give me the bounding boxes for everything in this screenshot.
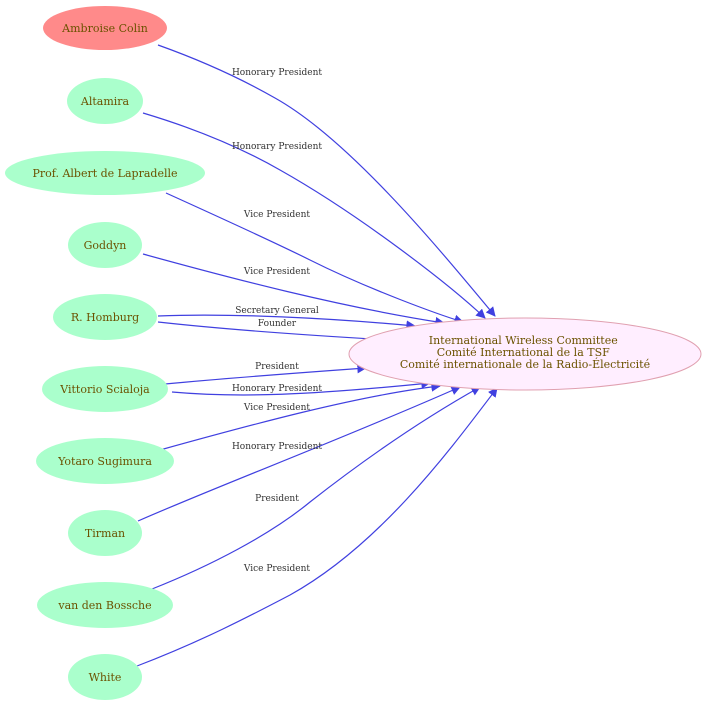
edge-9 <box>137 386 461 522</box>
person-node-0[interactable]: Ambroise Colin <box>43 6 167 50</box>
person-node-3[interactable]: Goddyn <box>68 222 142 268</box>
edge-1 <box>142 112 486 319</box>
person-node-8[interactable]: van den Bossche <box>37 582 173 628</box>
person-node-label: Altamira <box>80 95 130 108</box>
person-node-shape <box>53 294 157 340</box>
person-node-label: White <box>89 671 122 684</box>
person-node-9[interactable]: White <box>68 654 142 700</box>
person-node-label: Ambroise Colin <box>61 22 148 35</box>
person-node-7[interactable]: Tirman <box>68 510 142 556</box>
person-node-label: Prof. Albert de Lapradelle <box>32 167 177 180</box>
center-node[interactable]: International Wireless Committee Comité … <box>348 317 702 391</box>
edge-4 <box>157 314 416 330</box>
edge-3 <box>142 253 445 327</box>
edge-11 <box>136 387 498 667</box>
person-node-label: R. Homburg <box>71 311 139 324</box>
center-label-line-1: International Wireless Committee <box>429 334 618 347</box>
edge-label-2: Vice President <box>243 210 311 220</box>
person-node-shape <box>68 654 142 700</box>
person-node-label: Yotaro Sugimura <box>57 455 152 468</box>
edge-label-10: President <box>255 494 299 504</box>
person-node-2[interactable]: Prof. Albert de Lapradelle <box>5 151 205 195</box>
center-node-label: International Wireless Committee Comité … <box>400 334 650 371</box>
edge-0 <box>157 44 496 317</box>
edge-label-6: President <box>255 362 299 372</box>
person-node-label: Vittorio Scialoja <box>59 383 150 396</box>
edge-label-0: Honorary President <box>232 68 322 78</box>
center-label-line-2: Comité International de la TSF <box>437 346 610 359</box>
person-node-label: van den Bossche <box>57 599 151 612</box>
center-node-shape <box>348 317 702 391</box>
person-node-shape <box>42 366 168 412</box>
edge-label-8: Vice President <box>243 403 311 413</box>
edges-layer <box>136 44 498 667</box>
edge-label-4: Secretary General <box>235 306 319 316</box>
person-node-shape <box>37 582 173 628</box>
person-node-6[interactable]: Yotaro Sugimura <box>36 438 174 484</box>
edge-7 <box>171 379 431 396</box>
edge-10 <box>151 386 481 590</box>
edge-label-5: Founder <box>258 319 297 329</box>
person-node-shape <box>5 151 205 195</box>
center-label-line-3: Comité internationale de la Radio-Électr… <box>400 357 650 371</box>
person-node-shape <box>68 222 142 268</box>
person-node-5[interactable]: Vittorio Scialoja <box>42 366 168 412</box>
edge-2 <box>165 192 464 325</box>
person-node-shape <box>36 438 174 484</box>
edge-label-7: Honorary President <box>232 384 322 394</box>
edge-label-11: Vice President <box>243 564 311 574</box>
edge-label-9: Honorary President <box>232 442 322 452</box>
edge-5 <box>157 321 391 345</box>
edge-label-3: Vice President <box>243 267 311 277</box>
edge-label-1: Honorary President <box>232 142 322 152</box>
person-node-shape <box>43 6 167 50</box>
edge-6 <box>164 363 367 385</box>
person-node-shape <box>67 78 143 124</box>
edge-8 <box>159 382 441 451</box>
person-node-shape <box>68 510 142 556</box>
person-node-label: Goddyn <box>84 239 127 252</box>
person-node-1[interactable]: Altamira <box>67 78 143 124</box>
person-node-label: Tirman <box>85 527 125 540</box>
person-node-4[interactable]: R. Homburg <box>53 294 157 340</box>
